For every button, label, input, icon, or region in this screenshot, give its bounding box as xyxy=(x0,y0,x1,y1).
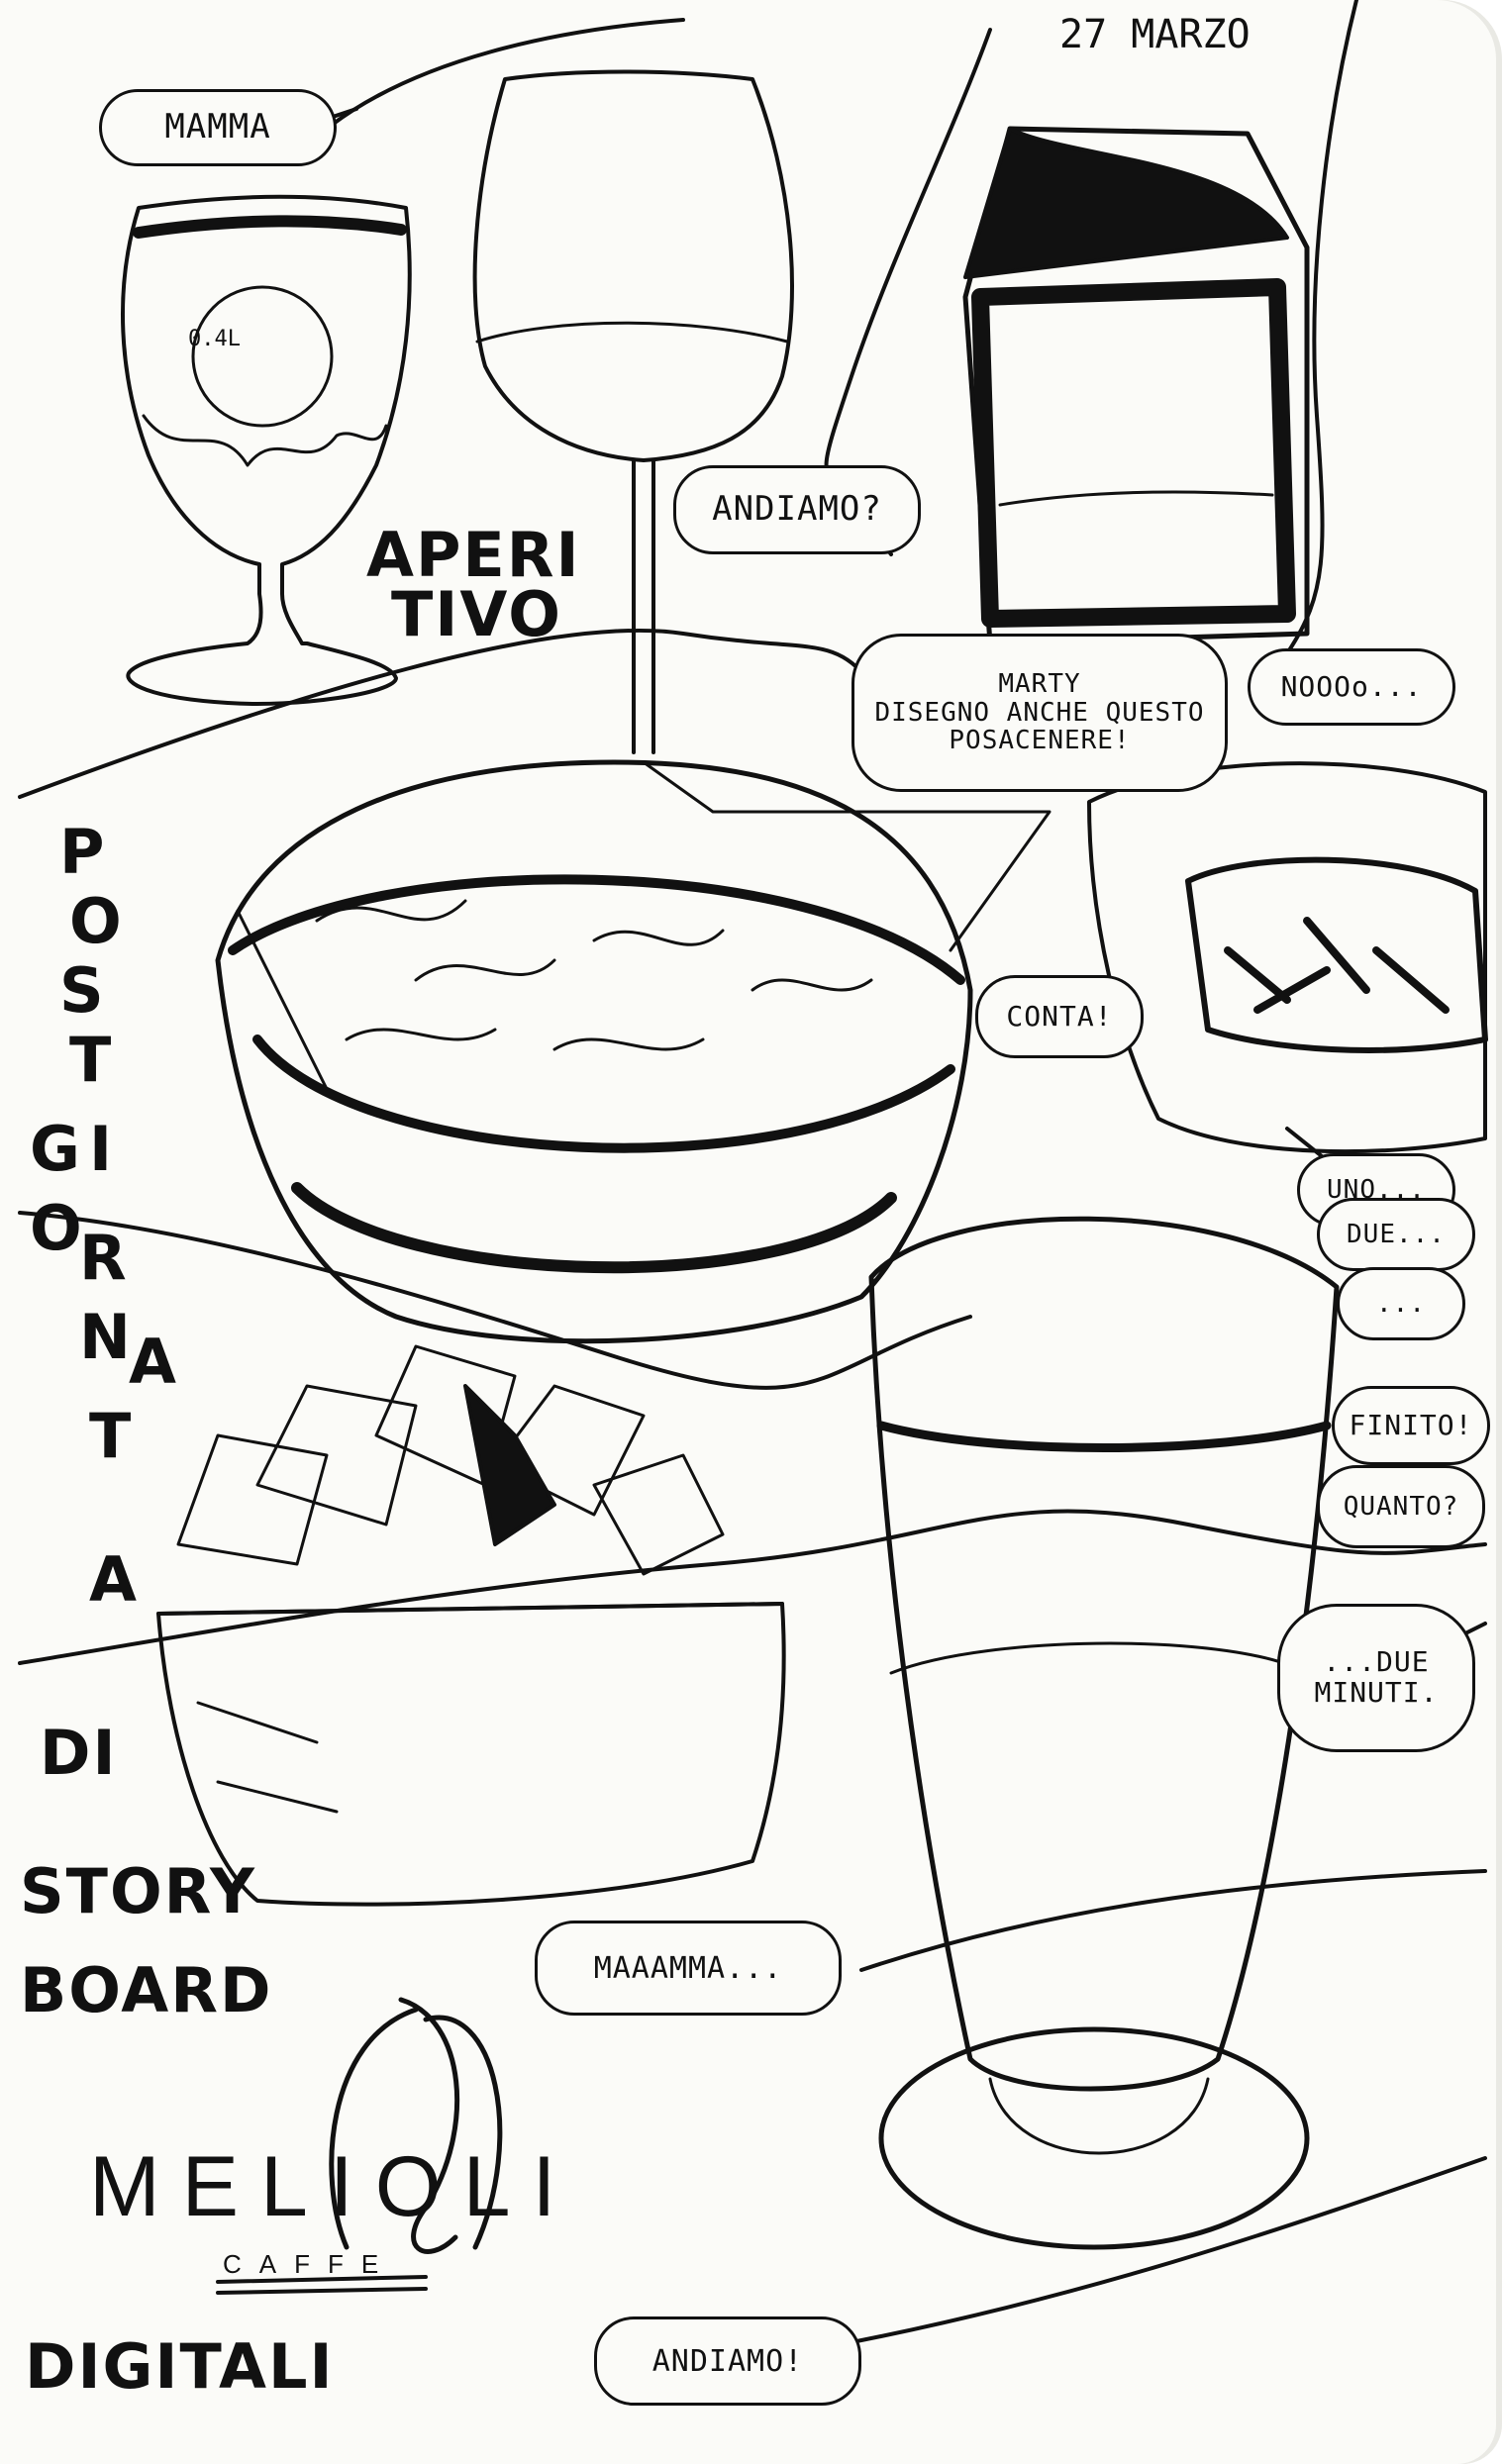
heading-post-s: S xyxy=(59,954,104,1027)
bubble-maaamma: MAAAMMA... xyxy=(535,1921,842,2016)
bubble-due-minuti-line1: ...DUE xyxy=(1323,1645,1430,1679)
tin-box-drawing xyxy=(962,126,1310,646)
bubble-nooo: NOOOo... xyxy=(1248,648,1455,726)
bubble-marty: MARTY DISEGNO ANCHE QUESTO POSACENERE! xyxy=(851,634,1228,792)
bubble-due-minuti: ...DUE MINUTI. xyxy=(1277,1604,1475,1752)
logo-name: MELIOLI xyxy=(89,2139,578,2234)
heading-giornata-r: R xyxy=(79,1222,127,1294)
wine-glass-drawing xyxy=(472,69,794,754)
heading-giornata-o: O xyxy=(30,1192,82,1264)
heading-digitali: DIGITALI xyxy=(25,2330,335,2403)
heading-aperitivo-1: APERI xyxy=(366,519,581,591)
bubble-dots: ... xyxy=(1337,1267,1465,1340)
bubble-marty-line2: DISEGNO ANCHE QUESTO xyxy=(874,697,1205,728)
bubble-due-minuti-line2: MINUTI. xyxy=(1314,1676,1439,1709)
bubble-conta: CONTA! xyxy=(975,975,1144,1058)
heading-board: BOARD xyxy=(20,1954,273,2026)
bubble-andiamo-top: ANDIAMO? xyxy=(673,465,921,554)
logo-sub: CAFFE xyxy=(223,2249,397,2279)
coffee-bean-logo xyxy=(329,1997,503,2254)
glass-volume-label: 0.4L xyxy=(188,327,241,351)
heading-post-o: O xyxy=(69,885,122,957)
beer-glass-drawing xyxy=(868,1216,1340,2250)
bubble-quanto: QUANTO? xyxy=(1317,1465,1485,1548)
heading-aperitivo-2: TIVO xyxy=(391,578,562,650)
heading-post-p: P xyxy=(59,816,105,888)
heading-giornata-g: G xyxy=(30,1113,80,1185)
bubble-marty-line3: POSACENERE! xyxy=(949,726,1131,756)
bubble-finito: FINITO! xyxy=(1332,1386,1490,1465)
bubble-mamma: MAMMA xyxy=(99,89,337,166)
heading-story: STORY xyxy=(20,1855,256,1927)
heading-giornata-a: A xyxy=(129,1326,176,1398)
bubble-due: DUE... xyxy=(1317,1198,1475,1271)
logo-underline xyxy=(216,2275,428,2295)
ashtray-drawing xyxy=(1087,761,1488,1154)
heading-giornata-a2: A xyxy=(89,1543,137,1616)
heading-giornata-n: N xyxy=(79,1301,131,1373)
basket-drawing xyxy=(215,759,1051,1344)
heading-post-t: T xyxy=(69,1024,112,1096)
heading-giornata-i: I xyxy=(89,1113,113,1185)
sugar-box-drawing xyxy=(156,1344,786,1907)
heading-di: DI xyxy=(40,1717,118,1789)
bubble-marty-line1: MARTY xyxy=(998,669,1081,700)
date-label: 27 MARZO xyxy=(1059,12,1251,57)
heading-giornata-t: T xyxy=(89,1400,132,1472)
beer-goblet-drawing xyxy=(121,194,412,706)
bubble-andiamo-bottom: ANDIAMO! xyxy=(594,2316,861,2406)
